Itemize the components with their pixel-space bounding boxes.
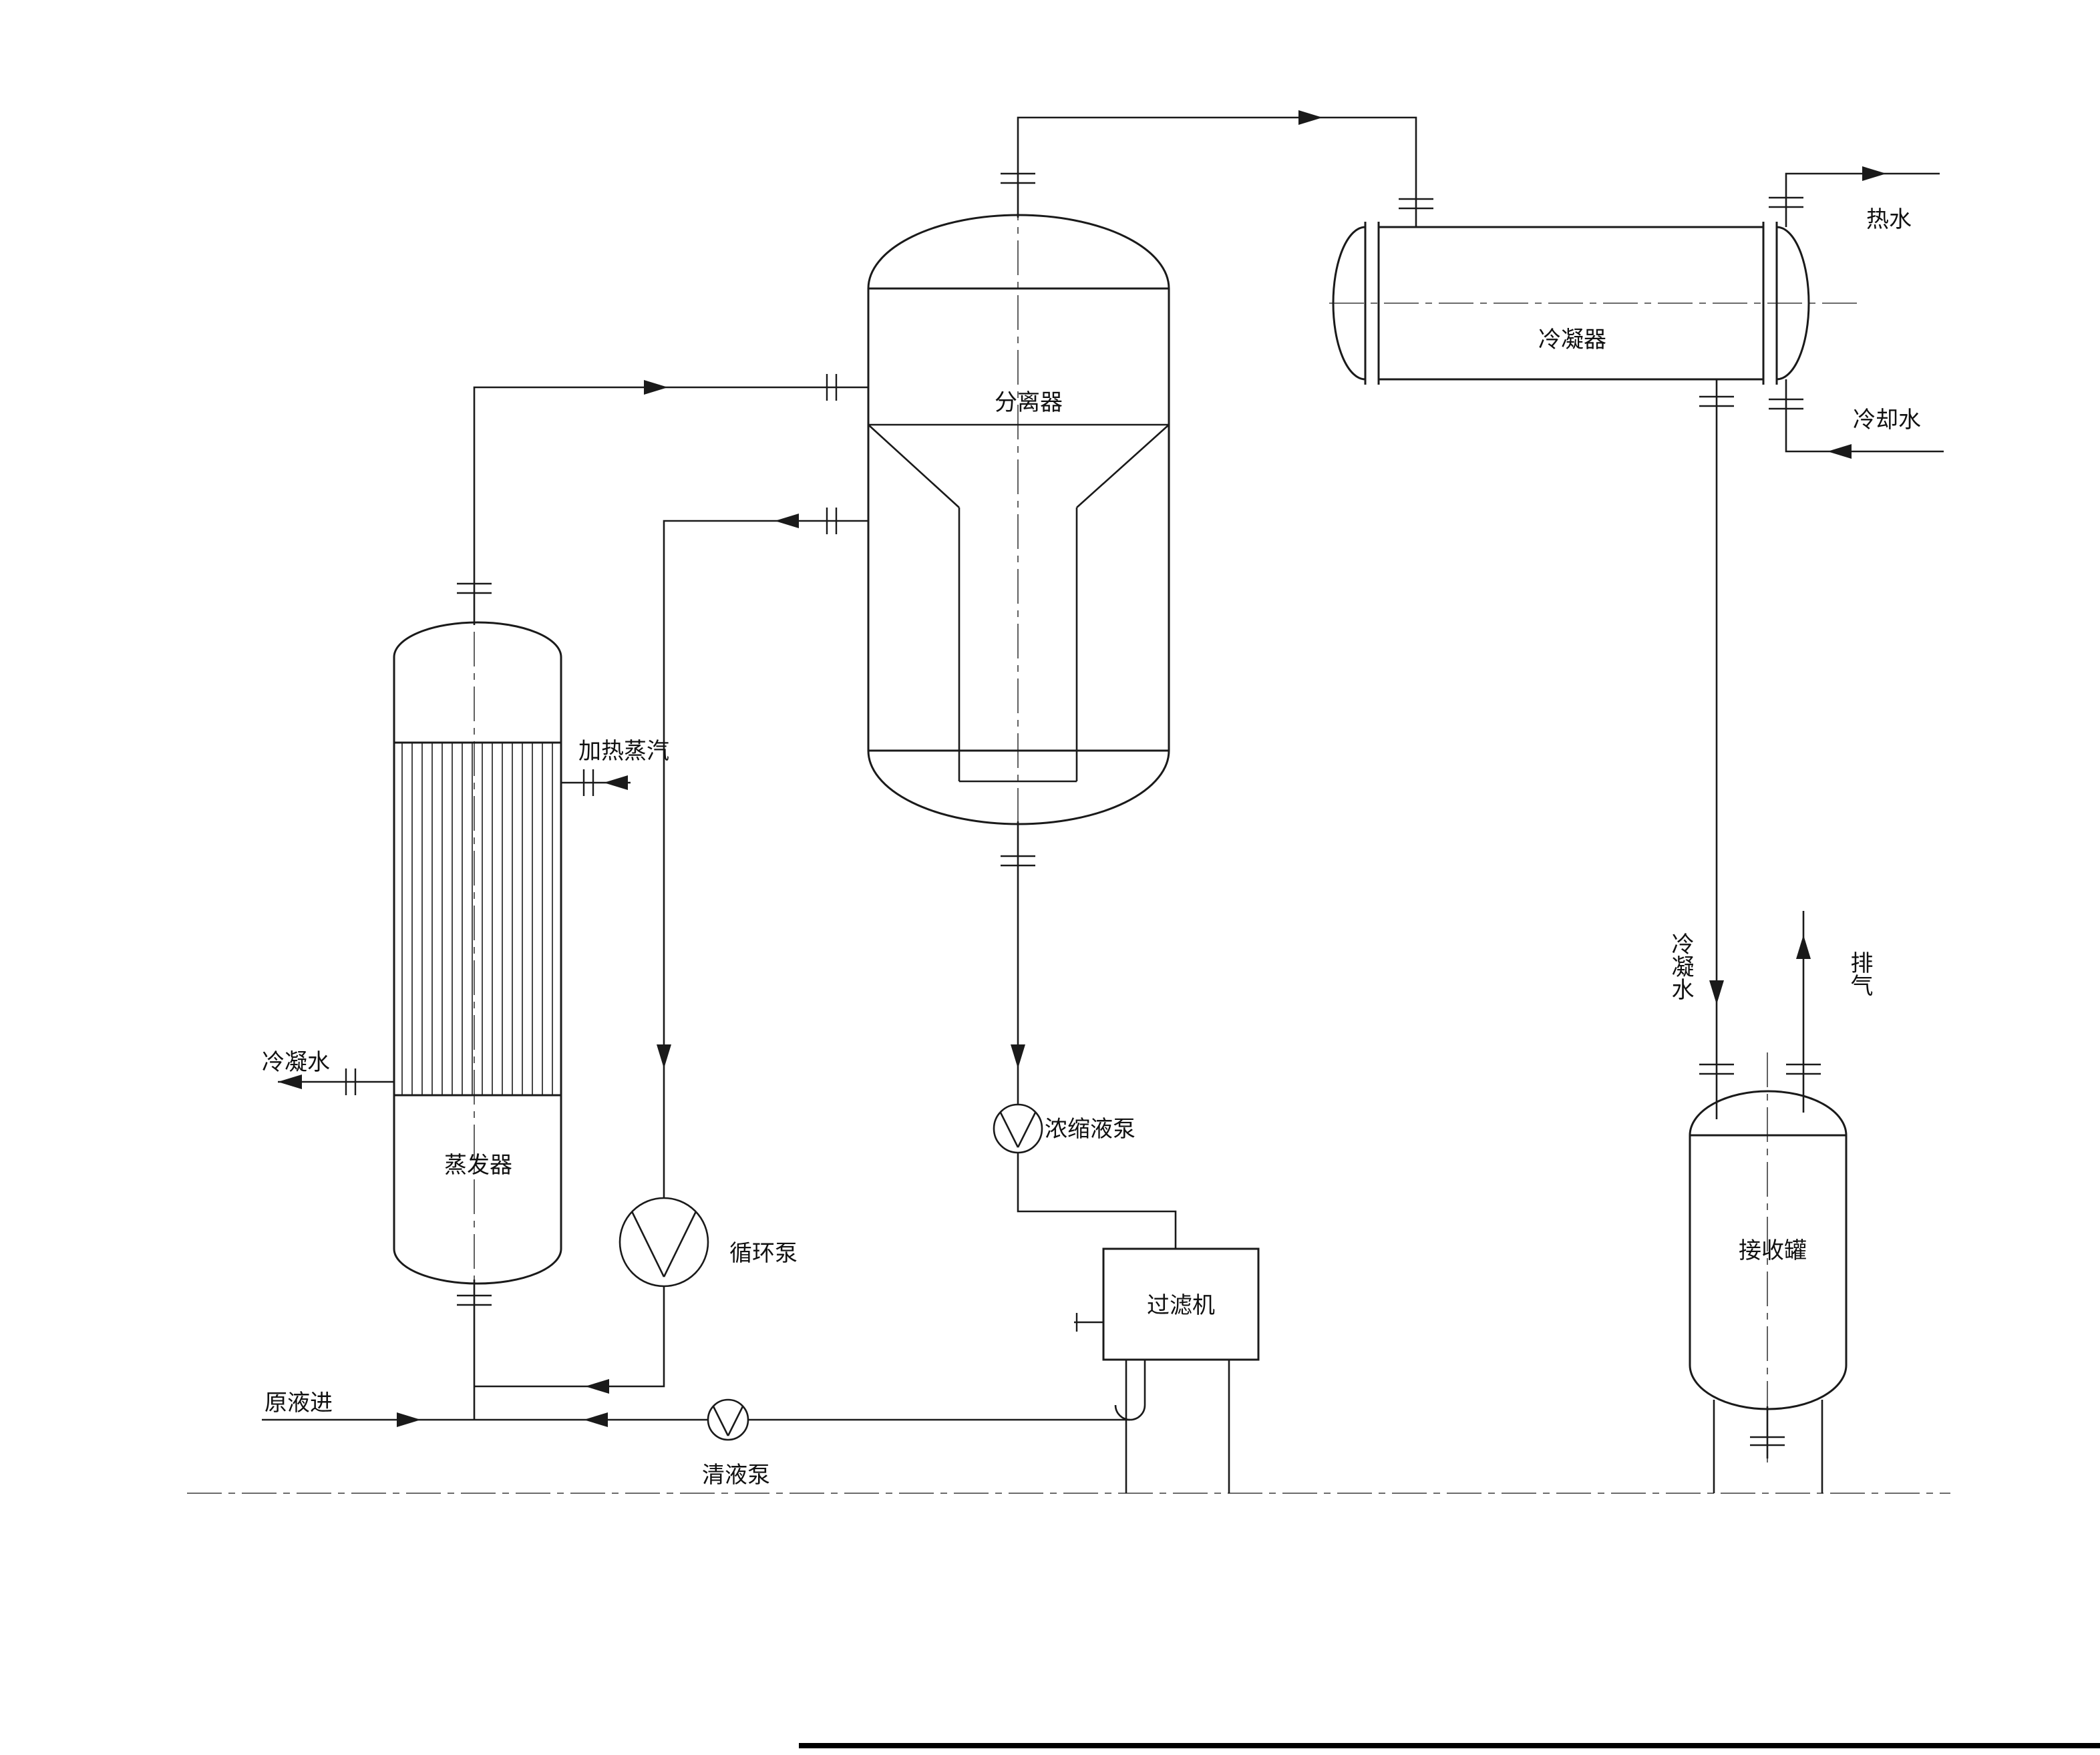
arrow-to-condenser-right xyxy=(1298,110,1323,125)
circulation-pump-symbol xyxy=(619,1197,709,1288)
piping xyxy=(262,116,1944,1421)
arrow-clear-liquid-left xyxy=(584,1412,608,1427)
separator-internal-cone xyxy=(868,423,1170,783)
receiving-tank-skirt xyxy=(1713,1400,1823,1493)
evaporator-shell xyxy=(393,657,562,1249)
cooling-water-label: 冷却水 xyxy=(1853,407,1921,433)
evaporator-bottom-head xyxy=(393,1248,562,1285)
clear-liquid-pump-symbol xyxy=(707,1398,749,1441)
filter-outlet-loop xyxy=(1114,1360,1146,1421)
circulation-pump-discharge-line xyxy=(474,1286,665,1388)
evaporator-top-flange xyxy=(457,582,492,594)
separator-bottom-flange xyxy=(1001,855,1035,867)
arrow-concentrate-down xyxy=(1011,1044,1025,1068)
arrow-steam-left xyxy=(604,775,628,790)
separator-top-head xyxy=(867,214,1170,289)
arrow-vent-up xyxy=(1796,935,1811,959)
concentrate-pump-label: 浓缩液泵 xyxy=(1045,1117,1135,1142)
arrow-raw-feed-right xyxy=(397,1412,421,1427)
tank-vent-flange xyxy=(1786,1063,1821,1075)
condenser-shell xyxy=(1379,226,1763,381)
tank-inlet-flange xyxy=(1699,1063,1734,1075)
hot-water-label: 热水 xyxy=(1866,207,1912,232)
condensate-to-tank-label: 冷凝水 xyxy=(1668,932,1693,1000)
separator-return-flange xyxy=(826,508,838,534)
separator: 分离器 xyxy=(867,214,1170,825)
condenser: 冷凝器 xyxy=(1332,222,1810,385)
condensate-flange xyxy=(345,1068,357,1095)
concentrate-to-filter-line xyxy=(1017,1153,1177,1249)
cooling-water-line xyxy=(1785,379,1944,453)
hot-water-flange xyxy=(1769,196,1803,208)
filter: 过滤机 xyxy=(1074,1247,1260,1493)
receiving-tank: 接收罐 xyxy=(1689,1090,1848,1493)
cooling-water-flange xyxy=(1769,398,1803,410)
arrow-vapor-right xyxy=(644,380,668,395)
condenser-drain-flange xyxy=(1699,395,1734,407)
pumps: 循环泵 浓缩液泵 清液泵 xyxy=(619,1103,1135,1488)
arrow-cooling-water-left xyxy=(1827,444,1852,459)
separator-to-condenser-line xyxy=(1017,116,1417,227)
flow-arrows xyxy=(278,110,1886,1427)
receiving-tank-top-head xyxy=(1689,1090,1848,1136)
arrow-return-left xyxy=(775,514,799,528)
centerlines xyxy=(187,131,1950,1494)
arrow-circulation-down xyxy=(657,1044,671,1068)
raw-feed-label: 原液进 xyxy=(265,1390,333,1416)
separator-tangent-lines xyxy=(868,287,1169,752)
separator-inlet-flange xyxy=(826,374,838,401)
arrow-drain-down xyxy=(1709,980,1724,1004)
condenser-left-head xyxy=(1332,226,1366,381)
condenser-inlet-flange xyxy=(1399,198,1433,210)
clear-liquid-pump-impeller xyxy=(712,1406,744,1436)
evaporator-top-head xyxy=(393,621,562,658)
heating-steam-flange xyxy=(582,769,594,796)
condenser-label: 冷凝器 xyxy=(1538,327,1606,353)
separator-top-flange xyxy=(1001,172,1035,184)
filter-body xyxy=(1102,1247,1260,1361)
tank-bottom-flange xyxy=(1750,1436,1785,1446)
arrow-hot-water-right xyxy=(1862,166,1886,181)
arrow-pump-discharge-left xyxy=(585,1379,609,1394)
separator-shell xyxy=(867,288,1170,751)
evaporator-to-separator-vapor-line xyxy=(473,386,868,625)
filter-label: 过滤机 xyxy=(1147,1293,1215,1318)
clear-liquid-pump-label: 清液泵 xyxy=(702,1462,770,1488)
hot-water-line xyxy=(1785,172,1940,227)
separator-return-line xyxy=(663,520,868,1198)
circulation-pump-label: 循环泵 xyxy=(729,1241,798,1266)
separator-label: 分离器 xyxy=(995,390,1063,415)
concentrate-pump-symbol xyxy=(993,1103,1043,1154)
concentrate-pump-impeller xyxy=(999,1112,1037,1148)
separator-bottom-head xyxy=(867,750,1170,825)
filter-legs xyxy=(1125,1360,1230,1493)
arrow-condensate-left xyxy=(278,1075,302,1089)
condensate-water-label: 冷凝水 xyxy=(262,1050,330,1075)
stream-labels: 热水 冷却水 加热蒸汽 冷凝水 原液进 冷凝水 排气 xyxy=(262,207,1921,1416)
heating-steam-label: 加热蒸汽 xyxy=(578,739,669,764)
receiving-tank-shell xyxy=(1689,1134,1848,1365)
evaporator: 蒸发器 xyxy=(393,621,562,1285)
evaporator-label: 蒸发器 xyxy=(444,1153,512,1178)
condenser-right-head xyxy=(1776,226,1810,381)
circulation-pump-impeller xyxy=(631,1211,697,1278)
vent-label: 排气 xyxy=(1847,951,1873,996)
condenser-tube-sheets xyxy=(1364,222,1778,385)
receiving-tank-label: 接收罐 xyxy=(1739,1238,1807,1263)
evaporator-tube-sheets xyxy=(394,741,561,1097)
evaporator-tube-bundle xyxy=(401,743,553,1095)
evaporator-bottom-flange xyxy=(457,1294,492,1306)
flanges xyxy=(345,172,1821,1446)
